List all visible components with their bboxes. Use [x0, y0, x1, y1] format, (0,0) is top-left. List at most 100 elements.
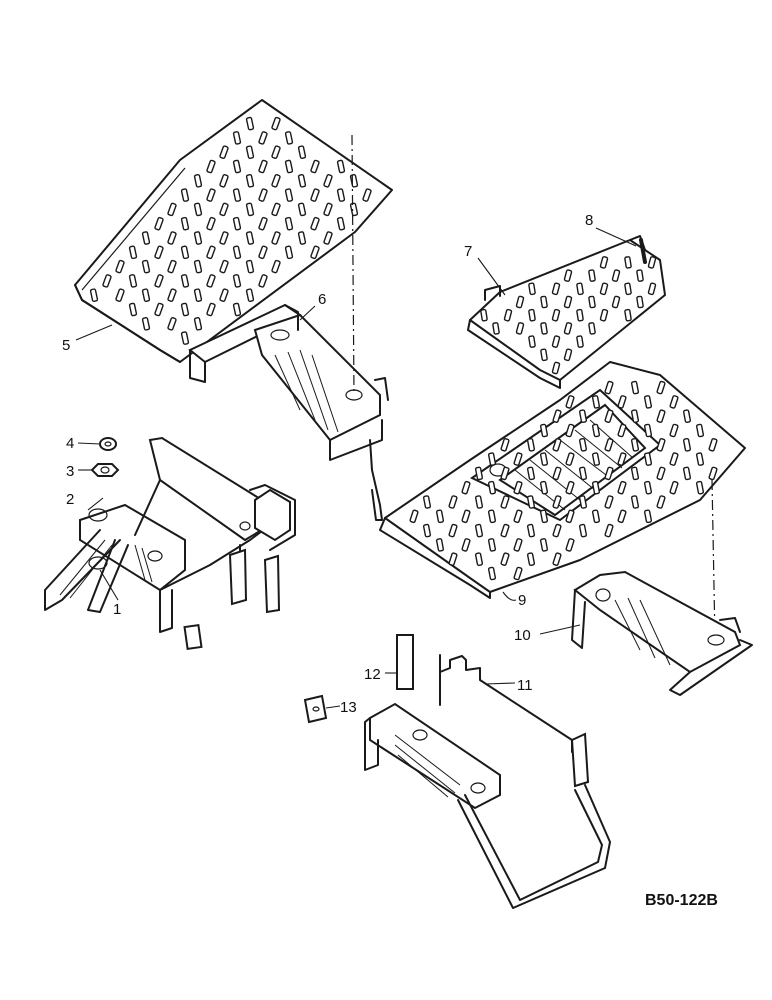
tread-slot	[565, 395, 575, 409]
callout-12: 12	[364, 666, 397, 683]
tread-slot	[513, 452, 523, 466]
tread-slot	[617, 395, 627, 409]
tread-slot	[617, 423, 627, 438]
tread-slot	[624, 282, 632, 296]
tread-slot	[487, 480, 497, 495]
tread-slot	[604, 380, 614, 395]
tread-slot	[513, 538, 523, 552]
part-7-small-tread-plate	[467, 235, 666, 389]
callout-7: 7	[464, 243, 506, 296]
tread-slot	[588, 322, 596, 335]
tread-slot	[128, 302, 138, 317]
tread-slot	[245, 202, 255, 217]
tread-slot	[552, 466, 562, 481]
tread-slot	[578, 495, 588, 509]
tread-slot	[422, 495, 432, 509]
tread-slot	[617, 480, 627, 495]
part-9-floor-plate	[379, 361, 746, 599]
tread-slot	[141, 288, 151, 303]
tread-slot	[656, 466, 666, 481]
tread-slot	[219, 288, 229, 302]
tread-slot	[565, 538, 575, 552]
tread-slot	[539, 452, 549, 466]
tread-slot	[336, 159, 346, 174]
tread-slot	[219, 145, 229, 159]
tread-slot	[624, 256, 632, 269]
tread-slot	[128, 274, 138, 288]
tread-slot	[180, 302, 190, 317]
tread-slot	[591, 480, 601, 495]
tread-slot	[474, 495, 484, 509]
callout-label-6: 6	[318, 291, 326, 308]
tread-slot	[695, 423, 705, 438]
tread-slot	[141, 316, 151, 331]
tread-slot	[219, 259, 229, 274]
tread-slot	[474, 552, 484, 567]
callout-6: 6	[299, 291, 326, 321]
tread-slot	[578, 409, 588, 424]
tread-slot	[708, 466, 718, 481]
part-1-step-bracket	[44, 436, 296, 633]
tread-slot	[552, 552, 562, 566]
tread-slot	[297, 231, 307, 245]
tread-slot	[647, 256, 657, 269]
tread-slot	[323, 231, 333, 245]
callout-11: 11	[484, 677, 533, 694]
callout-label-5: 5	[62, 337, 70, 354]
callout-13: 13	[325, 699, 357, 716]
tread-slot	[682, 437, 692, 452]
callout-label-7: 7	[464, 243, 472, 260]
tread-slot	[630, 409, 640, 424]
tread-slot	[474, 466, 484, 481]
callout-2: 2	[66, 491, 104, 511]
tread-slot	[271, 174, 281, 188]
tread-slot	[643, 509, 653, 524]
part-11-foot-step	[364, 654, 611, 909]
part-3-lock-washer	[90, 463, 120, 477]
tread-slot	[513, 509, 523, 524]
callout-label-3: 3	[66, 463, 74, 480]
tread-slot	[232, 131, 242, 145]
tread-slot	[500, 438, 510, 452]
tread-slot	[232, 159, 242, 174]
tread-slot	[539, 538, 549, 552]
tread-slot	[636, 269, 644, 282]
callout-label-13: 13	[340, 699, 357, 716]
tread-slot	[643, 452, 653, 466]
tread-slot	[167, 317, 177, 331]
tread-slot	[500, 552, 510, 566]
tread-slot	[115, 259, 125, 274]
tread-slot	[258, 274, 268, 288]
tread-slot	[154, 216, 164, 231]
tread-slot	[219, 202, 229, 217]
part-13-plate	[303, 694, 328, 724]
tread-slot	[435, 509, 445, 524]
tread-slot	[563, 295, 573, 309]
tread-slot	[487, 509, 497, 524]
tread-slot	[284, 216, 294, 231]
tread-slot	[206, 245, 216, 260]
tread-slot	[643, 395, 653, 409]
callout-8: 8	[585, 212, 637, 247]
tread-slot	[591, 452, 601, 466]
tread-slot	[565, 480, 575, 495]
tread-slot	[515, 322, 525, 335]
tread-slot	[604, 438, 614, 452]
tread-slot	[245, 173, 255, 188]
tread-slot	[539, 423, 549, 438]
tread-slot	[604, 466, 614, 481]
tread-slot	[630, 437, 640, 452]
tread-slot	[232, 302, 242, 317]
tread-slot	[180, 216, 190, 231]
tread-slot	[578, 466, 588, 481]
tread-slot	[154, 302, 164, 317]
tread-slot	[565, 423, 575, 438]
tread-slot	[528, 335, 536, 348]
tread-slot	[284, 245, 294, 260]
tread-slot	[474, 523, 484, 538]
tread-slot	[89, 288, 99, 303]
tread-slot	[540, 295, 548, 309]
tread-slot	[336, 216, 346, 231]
tread-slot	[219, 231, 229, 245]
callout-3: 3	[66, 463, 92, 480]
